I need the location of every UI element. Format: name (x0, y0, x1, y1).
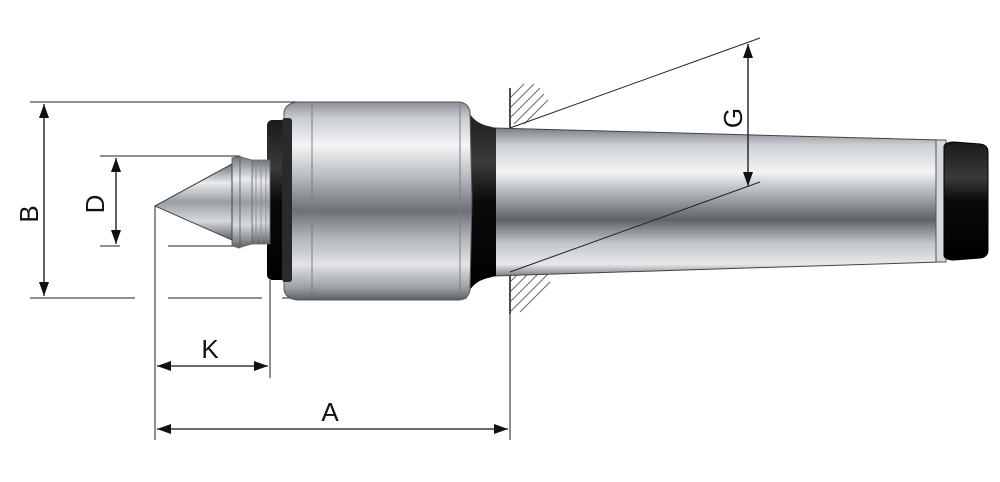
dimension-g: G (718, 44, 753, 186)
extension-lines (30, 101, 511, 440)
seal-ring (267, 118, 292, 282)
dimension-a: A (157, 397, 508, 434)
center-point (153, 163, 233, 241)
dimension-b: B (14, 104, 49, 296)
dimension-d: D (80, 158, 121, 244)
dimension-d-label: D (80, 195, 110, 214)
dimension-k: K (157, 334, 268, 371)
spindle-nose (231, 155, 271, 249)
taper-shank (493, 127, 989, 277)
dimension-a-label: A (321, 397, 339, 427)
bearing-body (283, 101, 473, 301)
dimension-k-label: K (201, 334, 219, 364)
dimension-g-label: G (718, 108, 748, 128)
g-taper-lines (509, 37, 761, 273)
machine-face-hatch (509, 83, 551, 314)
dimension-b-label: B (14, 205, 44, 222)
neck (466, 104, 496, 300)
